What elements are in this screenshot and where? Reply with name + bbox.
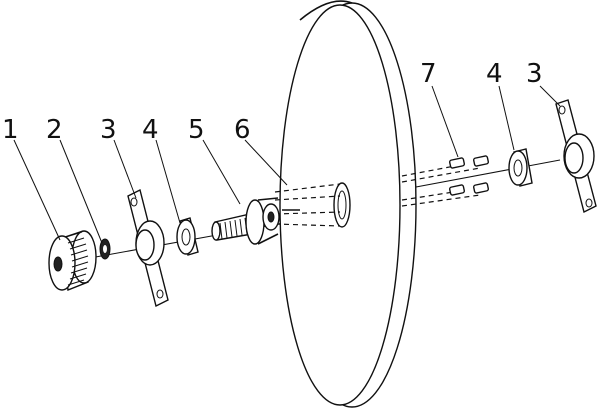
washer-part-2 <box>99 238 111 260</box>
callout-2: 2 <box>46 115 63 145</box>
shaft-part-5 <box>211 197 280 245</box>
callout-4a: 4 <box>142 115 159 145</box>
callout-labels: 1 2 3 4 5 6 7 4 3 <box>2 59 543 145</box>
assembly-axis-right <box>399 159 561 191</box>
callout-7: 7 <box>420 59 437 89</box>
bolts-part-7 <box>401 155 490 207</box>
callout-4b: 4 <box>486 59 503 89</box>
bearing-right-part-4 <box>508 148 533 187</box>
leader-lines <box>13 85 561 244</box>
bearing-block-left-part-3 <box>127 188 169 308</box>
callout-3a: 3 <box>100 115 117 145</box>
callout-1: 1 <box>2 115 19 145</box>
hub-flange <box>274 182 351 228</box>
knob-part-1 <box>48 230 97 291</box>
callout-3b: 3 <box>526 59 543 89</box>
callout-6: 6 <box>234 115 251 145</box>
bearing-left-part-4 <box>176 217 199 256</box>
callout-5: 5 <box>188 115 205 145</box>
bearing-block-right-part-3 <box>555 99 597 214</box>
